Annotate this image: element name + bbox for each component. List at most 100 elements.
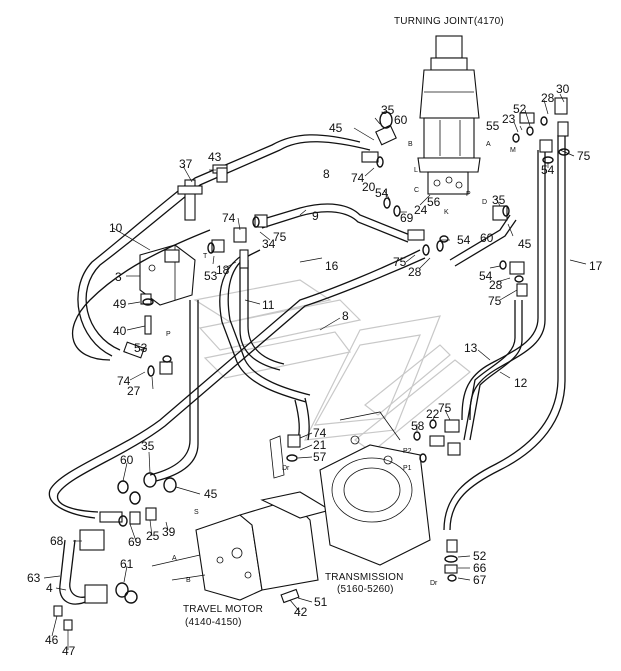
transmission-model: (5160-5260) xyxy=(337,584,394,595)
callout: 69 xyxy=(400,211,414,225)
port-label: Dr xyxy=(282,465,290,472)
callout: 67 xyxy=(473,573,487,587)
fittings xyxy=(53,97,570,631)
callout: 49 xyxy=(113,297,127,311)
callout: 12 xyxy=(514,376,528,390)
control-valve xyxy=(139,244,196,306)
callout: 52 xyxy=(513,102,527,116)
callout: 3 xyxy=(115,270,122,284)
callout: 75 xyxy=(488,294,502,308)
callout: 61 xyxy=(120,557,134,571)
callout: 27 xyxy=(127,384,141,398)
callout: 34 xyxy=(262,237,276,251)
callout: 16 xyxy=(325,259,339,273)
callout: 74 xyxy=(351,171,365,185)
port-label: M xyxy=(510,147,516,154)
callout: 54 xyxy=(541,163,555,177)
callout: 35 xyxy=(141,439,155,453)
port-label: P xyxy=(466,191,471,198)
port-label: A xyxy=(486,141,491,148)
callout: 75 xyxy=(577,149,591,163)
port-label: C xyxy=(414,187,419,194)
callout: 68 xyxy=(50,534,64,548)
port-label: P1 xyxy=(403,465,412,472)
callout: 75 xyxy=(273,230,287,244)
port-label: B xyxy=(408,141,413,148)
callout: 54 xyxy=(375,186,389,200)
callout: 21 xyxy=(313,438,327,452)
callout: 74 xyxy=(313,426,327,440)
port-label: S xyxy=(194,509,199,516)
callout: 45 xyxy=(518,237,532,251)
callout: 23 xyxy=(502,112,516,126)
travel-motor-model: (4140-4150) xyxy=(185,617,242,628)
callout: 47 xyxy=(62,644,76,658)
callout: 74 xyxy=(117,374,131,388)
callout: 24 xyxy=(414,203,428,217)
port-label: K xyxy=(444,209,449,216)
callout: 75 xyxy=(393,255,407,269)
callout: 60 xyxy=(120,453,134,467)
callout: 54 xyxy=(457,233,471,247)
callout: 55 xyxy=(486,119,500,133)
travel-motor-title: TRAVEL MOTOR xyxy=(183,604,263,615)
port-label: D xyxy=(482,199,487,206)
callout: 45 xyxy=(329,121,343,135)
callout: 42 xyxy=(294,605,308,619)
callout: 39 xyxy=(162,525,176,539)
callout: 28 xyxy=(408,265,422,279)
callout: 52 xyxy=(473,549,487,563)
port-label: L xyxy=(414,167,418,174)
callout: 46 xyxy=(45,633,59,647)
callout: 63 xyxy=(27,571,41,585)
callout: 54 xyxy=(479,269,493,283)
port-label: A xyxy=(172,555,177,562)
callout: 35 xyxy=(381,103,395,117)
port-label: T xyxy=(203,253,208,260)
callout: 56 xyxy=(427,195,441,209)
callout: 28 xyxy=(541,91,555,105)
port-labels: A M B L D P K C T P S A B P2 P1 Dr Dr xyxy=(166,141,516,587)
callout: 74 xyxy=(222,211,236,225)
callout: 60 xyxy=(480,231,494,245)
callout: 69 xyxy=(128,535,142,549)
callout: 60 xyxy=(394,113,408,127)
callout: 53 xyxy=(134,341,148,355)
component-titles: TURNING JOINT(4170) TRANSMISSION (5160-5… xyxy=(183,16,504,628)
callout: 17 xyxy=(589,259,603,273)
port-label: P2 xyxy=(403,448,412,455)
callout: 22 xyxy=(426,407,440,421)
callout: 75 xyxy=(438,401,452,415)
callout: 35 xyxy=(492,193,506,207)
callout: 30 xyxy=(556,82,570,96)
port-label: Dr xyxy=(430,580,438,587)
callout: 37 xyxy=(179,157,193,171)
port-label: B xyxy=(186,577,191,584)
callout: 51 xyxy=(314,595,328,609)
callout: 58 xyxy=(411,419,425,433)
callout: 43 xyxy=(208,150,222,164)
callout: 8 xyxy=(323,167,330,181)
callout: 4 xyxy=(46,581,53,595)
callout: 53 xyxy=(204,269,218,283)
transmission xyxy=(269,411,431,566)
hoses xyxy=(48,134,566,605)
callout-numbers: 30 28 52 23 55 35 60 45 75 54 8 74 20 54… xyxy=(27,82,603,658)
leader-lines xyxy=(43,93,587,650)
callout: 20 xyxy=(362,180,376,194)
turning-joint-title: TURNING JOINT(4170) xyxy=(394,16,504,27)
callout: 66 xyxy=(473,561,487,575)
callout: 18 xyxy=(216,263,230,277)
travel-motor xyxy=(195,491,332,601)
callout: 9 xyxy=(312,209,319,223)
callout: 45 xyxy=(204,487,218,501)
turning-joint xyxy=(417,35,481,195)
callout: 25 xyxy=(146,529,160,543)
callout: 57 xyxy=(313,450,327,464)
callout: 28 xyxy=(489,278,503,292)
callout: 13 xyxy=(464,341,478,355)
callout: 40 xyxy=(113,324,127,338)
callout: 10 xyxy=(109,221,123,235)
callout: 8 xyxy=(342,309,349,323)
